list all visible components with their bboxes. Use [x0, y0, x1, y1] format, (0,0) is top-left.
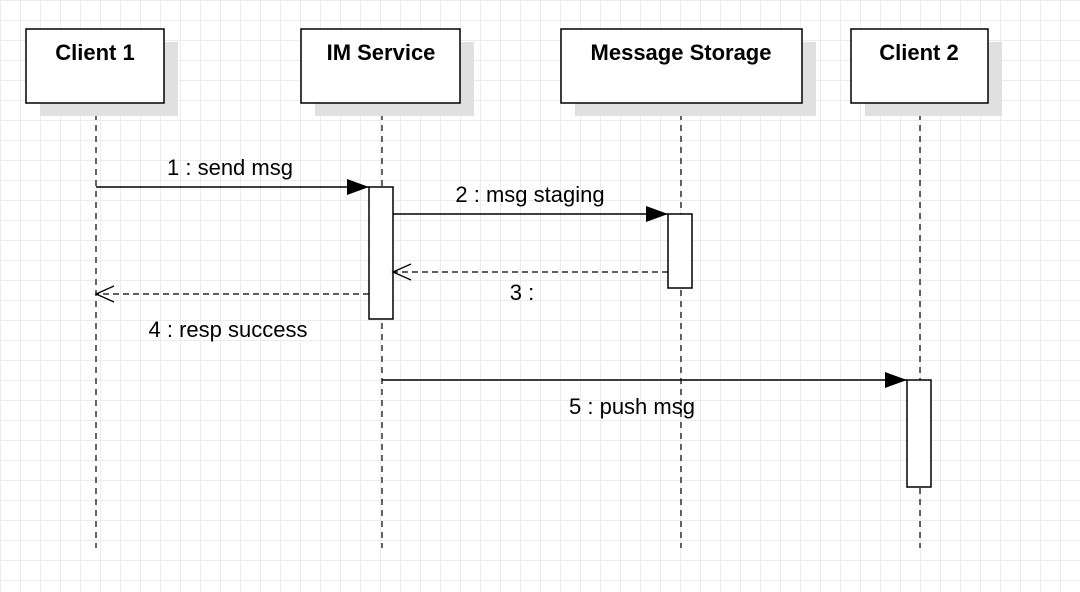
participant-label-client-2: Client 2: [879, 40, 958, 65]
participant-box: [25, 28, 165, 104]
message-3[interactable]: 3 :: [391, 263, 668, 305]
participant-label-im-service: IM Service: [327, 40, 436, 65]
activation-message-storage[interactable]: [667, 213, 693, 289]
message-label-4: 4 : resp success: [149, 317, 308, 342]
message-label-5: 5 : push msg: [569, 394, 695, 419]
message-1[interactable]: 1 : send msg: [96, 155, 369, 195]
participant-label-client-1: Client 1: [55, 40, 134, 65]
open-arrowhead-icon: [94, 285, 115, 303]
message-2[interactable]: 2 : msg staging: [393, 182, 668, 222]
participant-box: [560, 28, 803, 104]
participant-message-storage[interactable]: Message Storage: [560, 28, 816, 116]
filled-arrowhead-icon: [347, 179, 369, 195]
message-4[interactable]: 4 : resp success: [94, 285, 369, 342]
filled-arrowhead-icon: [885, 372, 907, 388]
participant-box: [300, 28, 461, 104]
message-label-1: 1 : send msg: [167, 155, 293, 180]
message-label-2: 2 : msg staging: [455, 182, 604, 207]
activation-im-service[interactable]: [368, 186, 394, 320]
filled-arrowhead-icon: [646, 206, 668, 222]
participant-client-1[interactable]: Client 1: [25, 28, 178, 116]
message-label-3: 3 :: [510, 280, 534, 305]
message-5[interactable]: 5 : push msg: [382, 372, 907, 419]
participant-label-message-storage: Message Storage: [591, 40, 772, 65]
activation-client-2[interactable]: [906, 379, 932, 488]
open-arrowhead-icon: [391, 263, 412, 281]
participant-box: [850, 28, 989, 104]
participant-im-service[interactable]: IM Service: [300, 28, 474, 116]
participant-client-2[interactable]: Client 2: [850, 28, 1002, 116]
